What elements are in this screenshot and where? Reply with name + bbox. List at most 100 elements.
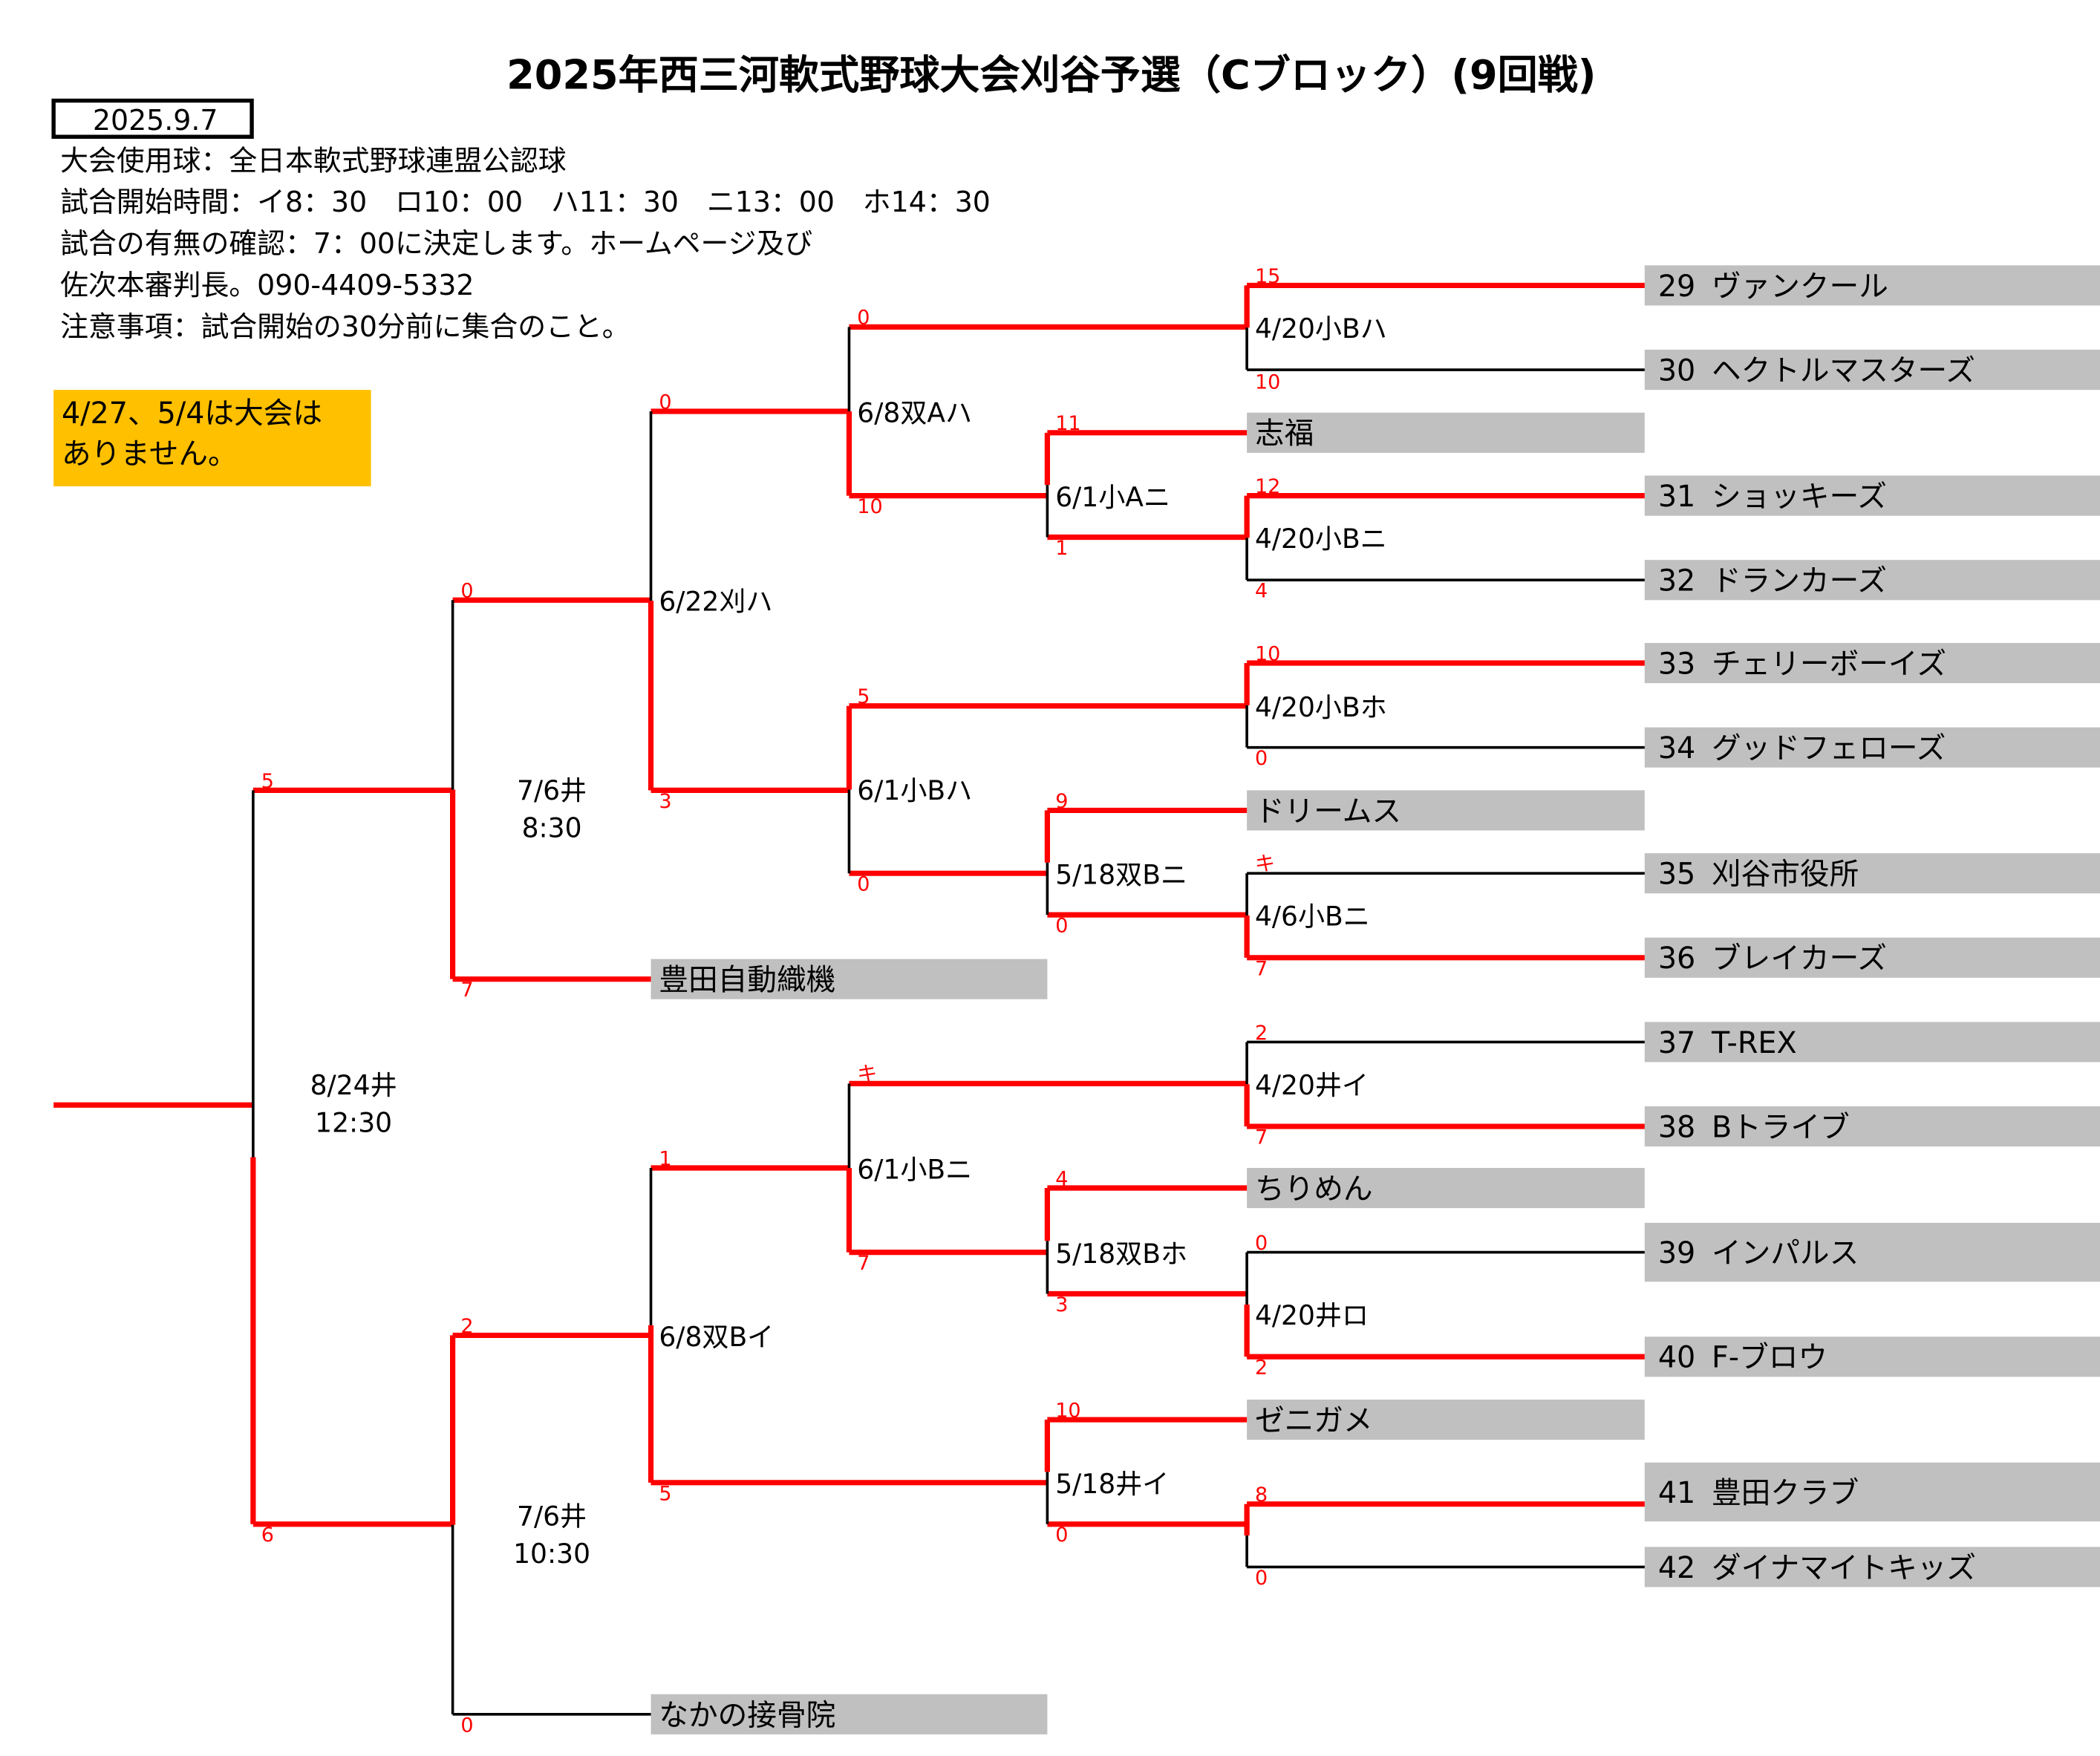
score: 11 bbox=[1055, 412, 1080, 435]
score: 4 bbox=[1255, 580, 1268, 603]
match-label: 6/1小Bニ bbox=[857, 1154, 972, 1185]
score: 8 bbox=[1255, 1484, 1268, 1507]
team-name: ヴァンクール bbox=[1712, 270, 1888, 304]
team-box bbox=[1644, 1222, 2100, 1282]
seeded-team-name: なかの接骨院 bbox=[659, 1698, 835, 1732]
seeded-team-box bbox=[1247, 1399, 1645, 1440]
team-box bbox=[1644, 937, 2100, 978]
info-ball: 大会使用球：全日本軟式野球連盟公認球 bbox=[60, 144, 566, 177]
match-label: 4/20小Bニ bbox=[1255, 523, 1387, 555]
team-name: チェリーボーイズ bbox=[1712, 647, 1946, 681]
score: 2 bbox=[460, 1315, 473, 1338]
team-number: 39 bbox=[1658, 1236, 1695, 1270]
seeded-team-box bbox=[1247, 412, 1645, 453]
team-box bbox=[1644, 853, 2100, 894]
score: 15 bbox=[1255, 265, 1280, 288]
team-number: 33 bbox=[1658, 647, 1695, 681]
score: 1 bbox=[659, 1147, 671, 1170]
team-box bbox=[1644, 265, 2100, 306]
info-confirmation: 試合の有無の確認：7：00に決定します。ホームページ及び bbox=[60, 227, 812, 260]
seeded-team-box bbox=[1247, 790, 1645, 831]
seeded-team-name: 豊田自動織機 bbox=[659, 963, 835, 997]
score: 0 bbox=[857, 873, 870, 896]
notice-line-2: ありません。 bbox=[62, 437, 238, 471]
seeded-team-name: ちりめん bbox=[1255, 1172, 1373, 1206]
team-box bbox=[1644, 1462, 2100, 1522]
score: 0 bbox=[460, 1714, 473, 1737]
score: 10 bbox=[1255, 642, 1280, 665]
score: 6 bbox=[261, 1524, 274, 1547]
team-number: 30 bbox=[1658, 353, 1695, 388]
team-box bbox=[1644, 1106, 2100, 1147]
match-label: 6/8双Bイ bbox=[659, 1322, 774, 1353]
score: 7 bbox=[460, 979, 473, 1002]
score: 2 bbox=[1255, 1022, 1268, 1045]
info-notes: 注意事項：試合開始の30分前に集合のこと。 bbox=[60, 310, 630, 343]
score: 0 bbox=[1255, 747, 1268, 770]
score: 10 bbox=[857, 495, 882, 518]
team-name: T-REX bbox=[1711, 1026, 1797, 1060]
team-box bbox=[1644, 642, 2100, 684]
score: 5 bbox=[857, 685, 870, 708]
match-date: 7/6井 bbox=[517, 775, 587, 806]
team-name: ブレイカーズ bbox=[1712, 941, 1887, 976]
team-box bbox=[1644, 1547, 2100, 1587]
team-number: 40 bbox=[1658, 1341, 1695, 1375]
seeded-team-box bbox=[650, 1694, 1048, 1734]
match-label: 6/8双Aハ bbox=[857, 397, 972, 428]
score: 12 bbox=[1255, 475, 1280, 498]
score: 7 bbox=[1255, 957, 1268, 980]
info-start-times: 試合開始時間：イ8：30 ロ10：00 ハ11：30 ニ13：00 ホ14：30 bbox=[60, 186, 991, 218]
team-box bbox=[1644, 560, 2100, 601]
score: 7 bbox=[1255, 1126, 1268, 1149]
match-label: 4/20小Bハ bbox=[1255, 313, 1387, 345]
match-label: 6/1小Bハ bbox=[857, 775, 972, 806]
score: 4 bbox=[1055, 1167, 1068, 1190]
score: 5 bbox=[659, 1482, 671, 1505]
match-label: 4/6小Bニ bbox=[1255, 901, 1370, 933]
score: キ bbox=[857, 1063, 877, 1086]
score: 0 bbox=[1255, 1567, 1268, 1590]
team-name: Bトライブ bbox=[1712, 1110, 1850, 1144]
match-time: 8:30 bbox=[522, 812, 582, 843]
team-box bbox=[1644, 1336, 2100, 1377]
seeded-team-name: ゼニガメ bbox=[1255, 1403, 1373, 1437]
score: 3 bbox=[1055, 1293, 1068, 1316]
match-date: 7/6井 bbox=[517, 1501, 587, 1533]
team-number: 37 bbox=[1658, 1026, 1695, 1060]
page-title: 2025年西三河軟式野球大会刈谷予選（Cブロック）(9回戦) bbox=[506, 51, 1596, 98]
score: 10 bbox=[1055, 1399, 1080, 1422]
score: 3 bbox=[659, 790, 671, 813]
team-number: 34 bbox=[1658, 731, 1695, 766]
match-label: 5/18双Bホ bbox=[1055, 1238, 1187, 1270]
team-number: 41 bbox=[1658, 1476, 1695, 1510]
match-time: 12:30 bbox=[315, 1107, 392, 1138]
score: 10 bbox=[1255, 371, 1280, 394]
team-name: 刈谷市役所 bbox=[1712, 858, 1859, 892]
date-box bbox=[51, 98, 254, 139]
team-number: 31 bbox=[1658, 480, 1695, 514]
team-number: 42 bbox=[1658, 1551, 1695, 1585]
score: 7 bbox=[857, 1252, 870, 1275]
score: 0 bbox=[460, 580, 473, 603]
team-name: F-ブロウ bbox=[1712, 1341, 1827, 1375]
team-number: 29 bbox=[1658, 270, 1695, 304]
team-number: 36 bbox=[1658, 941, 1695, 976]
match-time: 10:30 bbox=[513, 1538, 590, 1570]
seeded-team-name: ドリームス bbox=[1255, 794, 1401, 829]
score: 9 bbox=[1055, 790, 1068, 813]
team-name: グッドフェローズ bbox=[1712, 731, 1946, 766]
date-label: 2025.9.7 bbox=[93, 104, 218, 137]
match-label: 4/20井ロ bbox=[1255, 1300, 1369, 1331]
team-number: 32 bbox=[1658, 564, 1695, 598]
seeded-team-box bbox=[1247, 1167, 1645, 1209]
match-date: 8/24井 bbox=[310, 1070, 397, 1101]
score: 0 bbox=[1055, 915, 1068, 938]
score: 0 bbox=[857, 307, 870, 330]
match-label: 6/1小Aニ bbox=[1055, 482, 1170, 513]
team-box bbox=[1644, 475, 2100, 516]
seeded-team-box bbox=[650, 959, 1048, 999]
score: 0 bbox=[1055, 1524, 1068, 1547]
score: 0 bbox=[1255, 1232, 1268, 1255]
team-number: 35 bbox=[1658, 858, 1695, 892]
